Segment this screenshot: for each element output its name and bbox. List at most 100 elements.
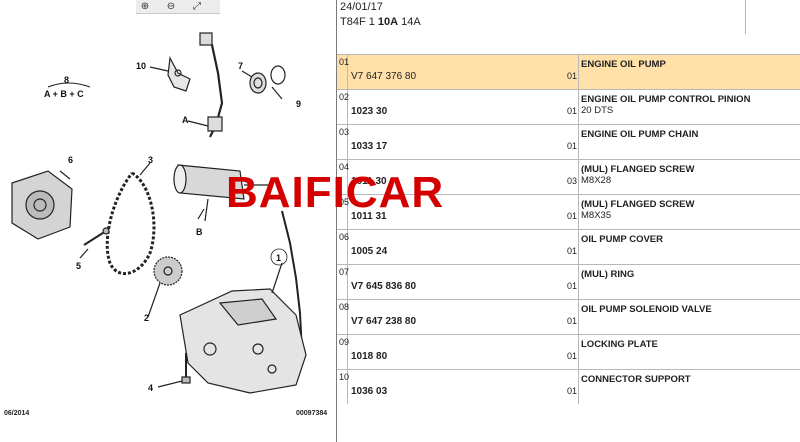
header-separator <box>745 0 746 34</box>
callout-10[interactable]: 10 <box>136 61 146 71</box>
part-description: CONNECTOR SUPPORT <box>581 374 691 385</box>
part-detail: M8X35 <box>581 210 612 221</box>
quantity-cell: 01 <box>567 195 579 229</box>
part-number[interactable]: 1011 31 <box>351 211 387 222</box>
reference-cell[interactable]: 1011 31 <box>349 195 567 229</box>
zoom-out-icon[interactable]: ⊖ <box>166 1 176 12</box>
parts-header: 24/01/17 T84F 1 10A 14A <box>337 0 800 34</box>
quantity: 01 <box>567 351 578 361</box>
part-description: ENGINE OIL PUMP CHAIN <box>581 129 699 140</box>
diagram-toolbar: ⊕ ⊖ ⤢ <box>136 0 220 14</box>
callout-8[interactable]: 8 <box>64 75 69 85</box>
reference-prefix: T84F 1 <box>340 16 375 28</box>
part-number[interactable]: V7 645 836 80 <box>351 281 417 292</box>
diagram-id: 00097384 <box>296 410 328 417</box>
callout-a[interactable]: A <box>182 115 189 125</box>
reference-bold: 10A <box>377 16 399 28</box>
quantity-cell: 01 <box>567 300 579 334</box>
part-description: (MUL) FLANGED SCREW <box>581 199 695 210</box>
quantity-cell: 01 <box>567 265 579 299</box>
callout-4[interactable]: 4 <box>148 383 153 393</box>
position-cell: 09 <box>337 335 349 369</box>
part-description: LOCKING PLATE <box>581 339 658 350</box>
reference-cell[interactable]: V7 647 238 80 <box>349 300 567 334</box>
reference-cell[interactable]: 1033 17 <box>349 125 567 159</box>
callout-8-formula: A + B + C <box>44 89 84 99</box>
description-cell: ENGINE OIL PUMP CHAIN <box>579 125 800 159</box>
part-number[interactable]: 1033 17 <box>351 141 388 152</box>
reference-cell[interactable]: 1023 30 <box>349 90 567 124</box>
quantity-cell: 03 <box>567 160 579 194</box>
part-number[interactable]: 1011 30 <box>351 176 387 187</box>
quantity: 01 <box>567 316 578 326</box>
diagram-date: 06/2014 <box>4 410 30 417</box>
part-number[interactable]: V7 647 376 80 <box>351 71 417 82</box>
reference-cell[interactable]: 1036 03 <box>349 370 567 404</box>
reference-cell[interactable]: V7 645 836 80 <box>349 265 567 299</box>
description-cell: ENGINE OIL PUMP <box>579 55 800 89</box>
catalog-date: 24/01/17 <box>340 1 383 13</box>
callout-3[interactable]: 3 <box>148 155 153 165</box>
quantity: 01 <box>567 386 578 396</box>
position-cell: 10 <box>337 370 349 404</box>
position-cell: 07 <box>337 265 349 299</box>
part-description: (MUL) FLANGED SCREW <box>581 164 695 175</box>
exploded-parts-diagram[interactable]: 10 8 A + B + C 6 3 7 9 A B 5 2 1 4 <box>0 13 336 442</box>
callout-5[interactable]: 5 <box>76 261 81 271</box>
position-cell: 01 <box>337 55 349 89</box>
panel-divider[interactable] <box>336 0 337 442</box>
fit-view-icon[interactable]: ⤢ <box>193 1 201 12</box>
part-description: OIL PUMP COVER <box>581 234 663 245</box>
zoom-in-icon[interactable]: ⊕ <box>140 1 150 12</box>
callout-9[interactable]: 9 <box>296 99 301 109</box>
reference-cell[interactable]: 1011 30 <box>349 160 567 194</box>
position-cell: 08 <box>337 300 349 334</box>
callout-b[interactable]: B <box>196 227 203 237</box>
position-cell: 04 <box>337 160 349 194</box>
position-cell: 02 <box>337 90 349 124</box>
part-description: ENGINE OIL PUMP <box>581 59 666 70</box>
quantity-cell: 01 <box>567 125 579 159</box>
part-number[interactable]: 1036 03 <box>351 386 388 397</box>
reference-cell[interactable]: 1005 24 <box>349 230 567 264</box>
description-cell: CONNECTOR SUPPORT <box>579 370 800 404</box>
description-cell: OIL PUMP COVER <box>579 230 800 264</box>
part-description: ENGINE OIL PUMP CONTROL PINION <box>581 94 751 105</box>
part-number[interactable]: V7 647 238 80 <box>351 316 417 327</box>
callout-7[interactable]: 7 <box>238 61 243 71</box>
part-detail: 20 DTS <box>581 105 614 116</box>
quantity: 03 <box>567 176 578 186</box>
position-cell: 05 <box>337 195 349 229</box>
callout-6[interactable]: 6 <box>68 155 73 165</box>
position-cell: 06 <box>337 230 349 264</box>
part-number[interactable]: 1005 24 <box>351 246 388 257</box>
quantity-cell: 01 <box>567 90 579 124</box>
callout-1[interactable]: 1 <box>276 253 281 263</box>
quantity: 01 <box>567 141 578 151</box>
quantity-cell: 01 <box>567 335 579 369</box>
part-detail: M8X28 <box>581 175 612 186</box>
reference-cell[interactable]: 1018 80 <box>349 335 567 369</box>
part-number[interactable]: 1023 30 <box>351 106 388 117</box>
position-cell: 03 <box>337 125 349 159</box>
reference-cell[interactable]: V7 647 376 80 <box>349 55 567 89</box>
quantity: 01 <box>567 106 578 116</box>
quantity: 01 <box>567 246 578 256</box>
quantity: 01 <box>567 71 578 81</box>
part-number[interactable]: 1018 80 <box>351 351 388 362</box>
callout-2[interactable]: 2 <box>144 313 149 323</box>
